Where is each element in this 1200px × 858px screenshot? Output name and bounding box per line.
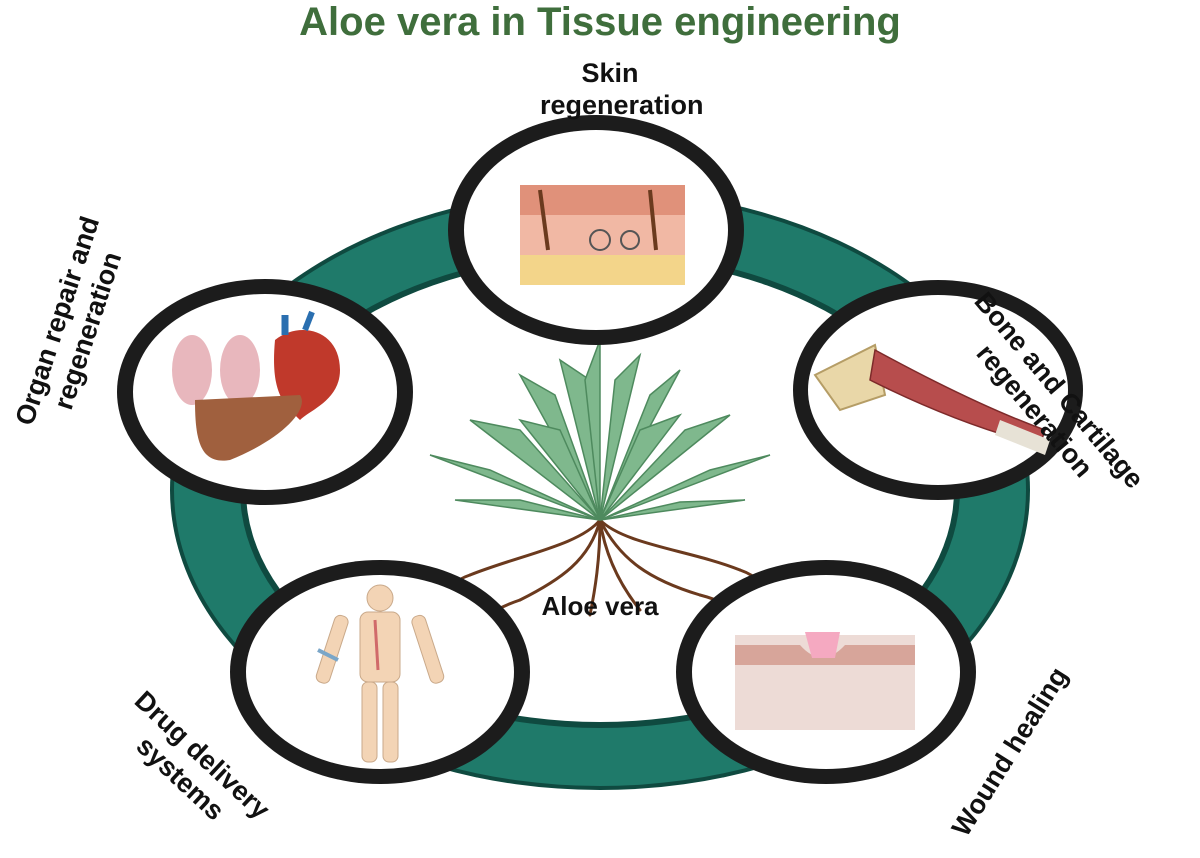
node-bone-circle (793, 280, 1083, 500)
organs-lungs-heart-liver-icon (172, 310, 340, 461)
diagram-title: Aloe vera in Tissue engineering (299, 0, 901, 44)
human-body-drug-delivery-icon (315, 584, 445, 763)
node-drug-circle (230, 560, 530, 784)
skin-layers-icon (520, 185, 685, 285)
node-wound-circle (676, 560, 976, 784)
shoulder-muscle-icon (813, 343, 1050, 455)
node-organ-circle (117, 279, 413, 505)
aloe-vera-plant-icon (429, 339, 774, 627)
diagram: Aloe vera in Tissue engineering (9, 0, 1149, 841)
wound-tissue-icon (735, 632, 915, 730)
diagram-canvas (117, 115, 1083, 790)
center-label: Aloe vera (541, 591, 659, 621)
node-skin-circle (448, 115, 744, 345)
node-skin-label: Skin regeneration (540, 58, 704, 120)
